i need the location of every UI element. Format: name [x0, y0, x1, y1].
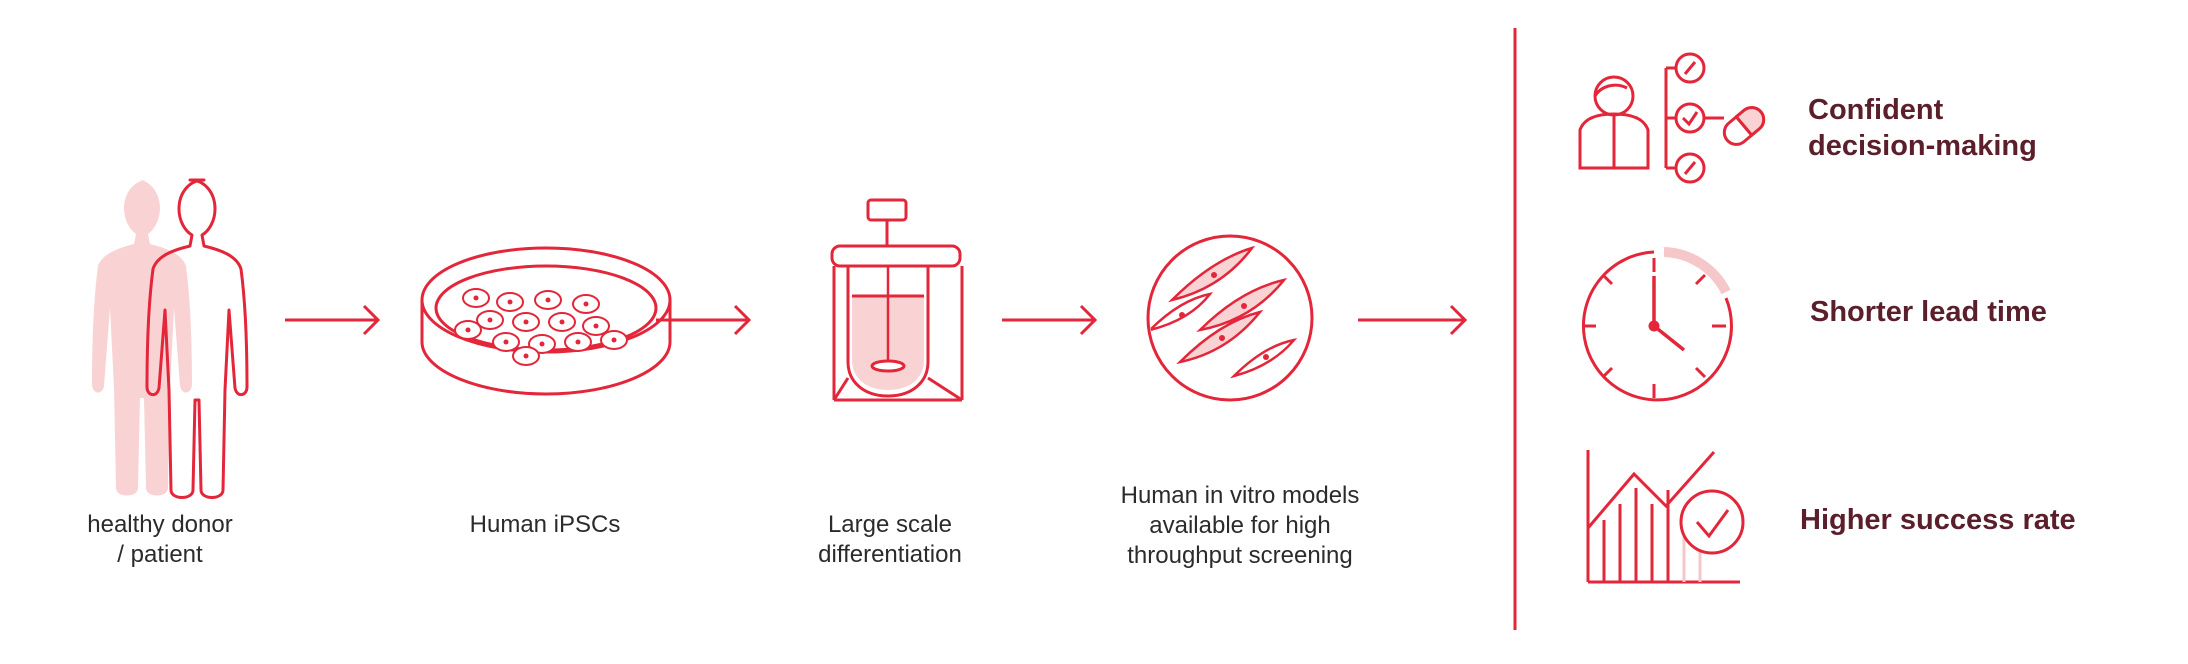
clock-icon [1581, 247, 1733, 402]
donor-silhouette [92, 180, 192, 496]
bioreactor-icon [830, 198, 964, 402]
patient-outline [145, 178, 249, 499]
cell-culture-icon [1146, 234, 1314, 402]
human-figures-icon [92, 178, 249, 499]
step-label-ipscs: Human iPSCs [469, 511, 621, 538]
outcome-confident-decision: Confident decision-making [1808, 94, 2037, 162]
arrow-3 [1002, 304, 1098, 336]
arrow-4 [1358, 304, 1468, 336]
chart-check-icon [1586, 450, 1745, 584]
outcome-shorter-lead-time: Shorter lead time [1810, 296, 2047, 328]
step-label-differentiation: Large scale differentiation [818, 511, 962, 568]
arrow-1 [285, 304, 381, 336]
step-label-donor: healthy donor / patient [87, 511, 233, 568]
petri-dish-icon [420, 246, 672, 396]
decision-icon [1578, 52, 1766, 184]
outcome-higher-success-rate: Higher success rate [1800, 504, 2076, 536]
step-label-models: Human in vitro models available for high… [1120, 482, 1360, 569]
